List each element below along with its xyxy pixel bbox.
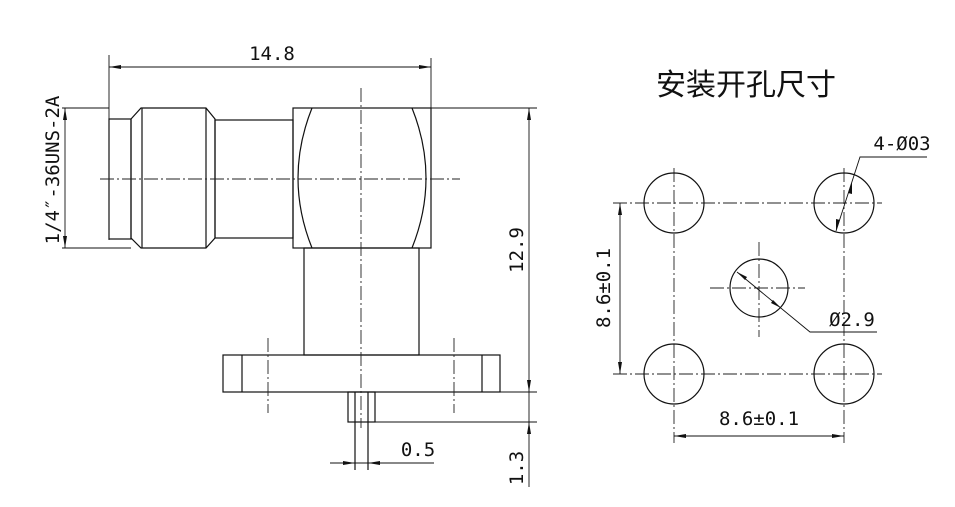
corner-holes-label: 4-Ø03 [873, 133, 930, 155]
side-view: 14.8 1/4″-36UNS-2A [42, 43, 537, 487]
dimension-height: 12.9 1.3 [375, 107, 537, 487]
thread-spec-label: 1/4″-36UNS-2A [42, 95, 64, 244]
dimension-pin-width: 0.5 [330, 439, 435, 465]
center-hole-label: Ø2.9 [829, 309, 875, 331]
length-label: 14.8 [249, 43, 295, 65]
corner-hole [813, 343, 875, 405]
height-label: 12.9 [506, 227, 528, 273]
mounting-title: 安装开孔尺寸 [656, 68, 836, 103]
dimension-thread: 1/4″-36UNS-2A [42, 95, 131, 249]
dimension-length: 14.8 [108, 43, 432, 248]
corner-hole [643, 172, 705, 234]
pin-length-label: 1.3 [506, 451, 528, 485]
connector-plug [108, 107, 501, 470]
vertical-spacing-label: 8.6±0.1 [593, 248, 615, 328]
corner-hole [643, 343, 705, 405]
horizontal-spacing-label: 8.6±0.1 [719, 408, 799, 430]
pin-width-label: 0.5 [401, 439, 435, 461]
center-hole [729, 258, 789, 318]
corner-hole [813, 172, 875, 234]
mounting-pattern: 安装开孔尺寸 4-Ø03 Ø2.9 8.6±0.1 8.6±0.1 [593, 68, 931, 443]
